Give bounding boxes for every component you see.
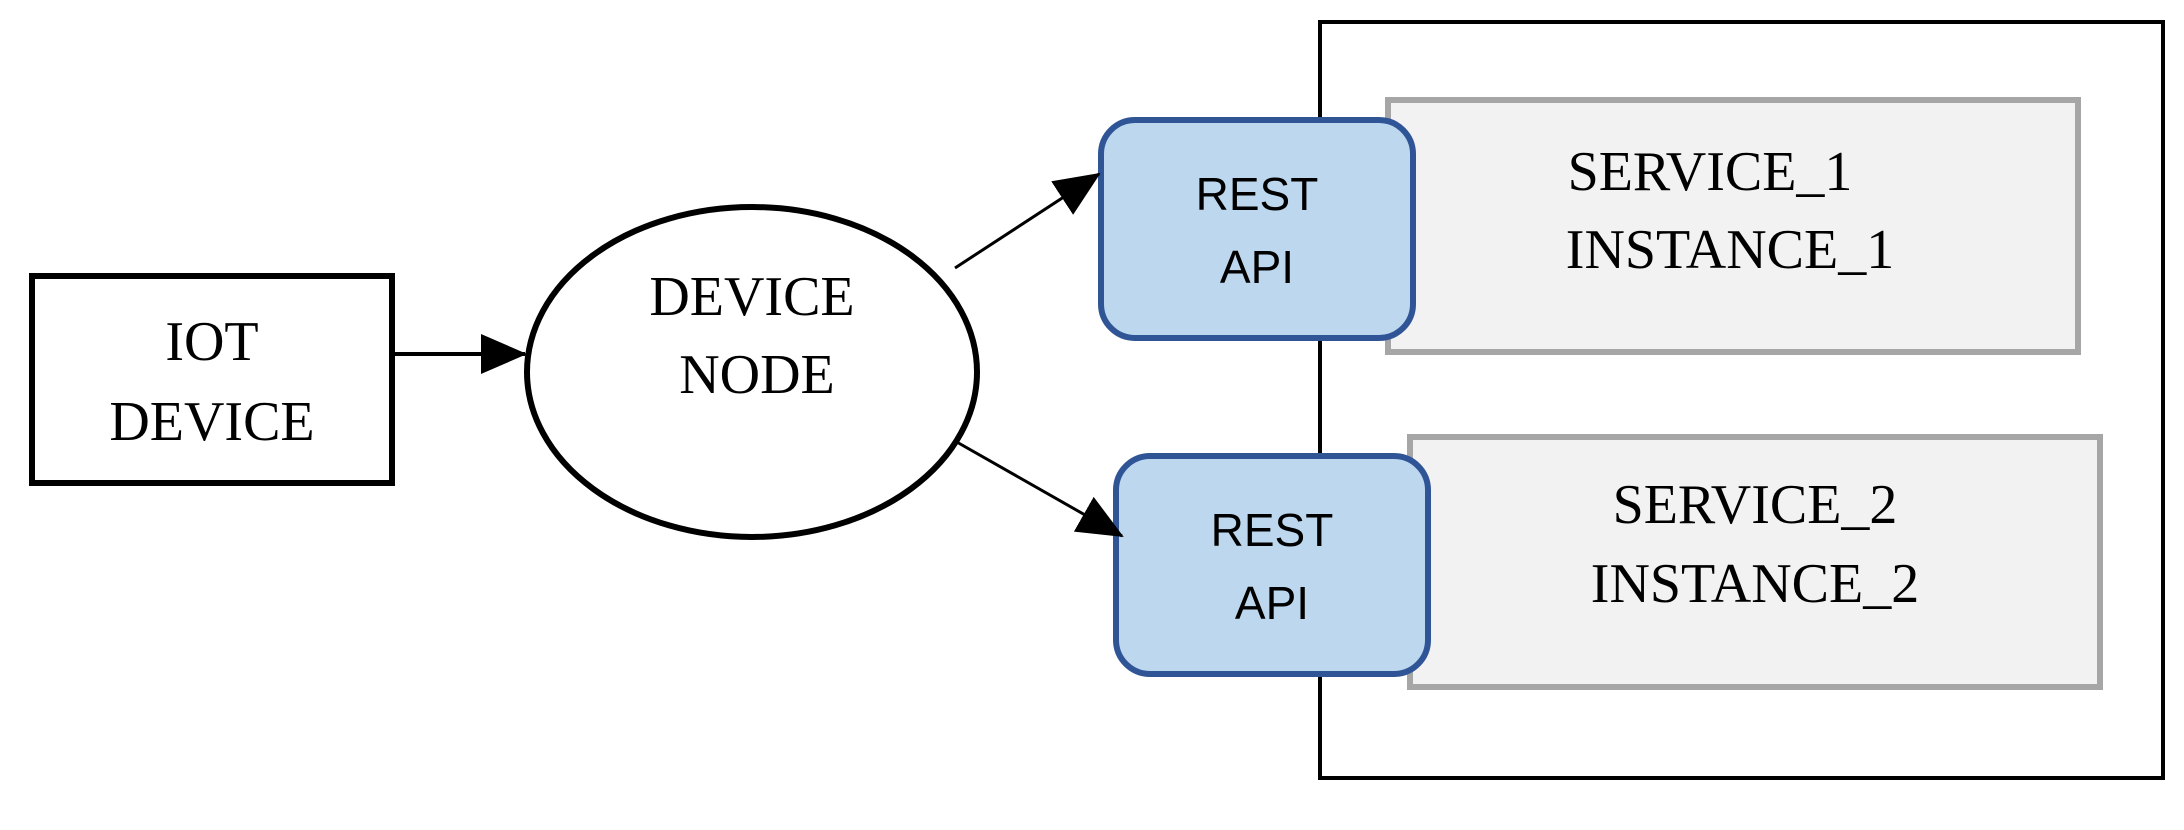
arrow-node-to-rest-api-1 [954, 172, 1101, 270]
service-2-panel [1407, 434, 2103, 690]
device-node-label-line2: NODE [679, 344, 835, 406]
iot-device-label-line2: DEVICE [109, 391, 314, 453]
arrow-node-to-rest-api-2 [954, 439, 1124, 538]
service-1-label-line2: INSTANCE_1 [1566, 219, 1894, 281]
device-node-ellipse [524, 204, 980, 540]
service-2-label-line2: INSTANCE_2 [1591, 553, 1919, 615]
rest-api-1-box [1098, 117, 1416, 341]
rest-api-1-label-line1: REST [1196, 168, 1319, 220]
service-1-panel [1385, 97, 2081, 355]
iot-device-label-line1: IOT [165, 311, 258, 373]
iot-device-box [29, 273, 395, 486]
device-node-label-line1: DEVICE [649, 266, 854, 328]
rest-api-2-label-line1: REST [1211, 504, 1334, 556]
service-2-label-line1: SERVICE_2 [1613, 474, 1898, 536]
rest-api-2-box [1113, 453, 1431, 677]
rest-api-1-label-line2: API [1220, 241, 1294, 293]
rest-api-2-label-line2: API [1235, 577, 1309, 629]
service-1-label-line1: SERVICE_1 [1568, 141, 1853, 203]
